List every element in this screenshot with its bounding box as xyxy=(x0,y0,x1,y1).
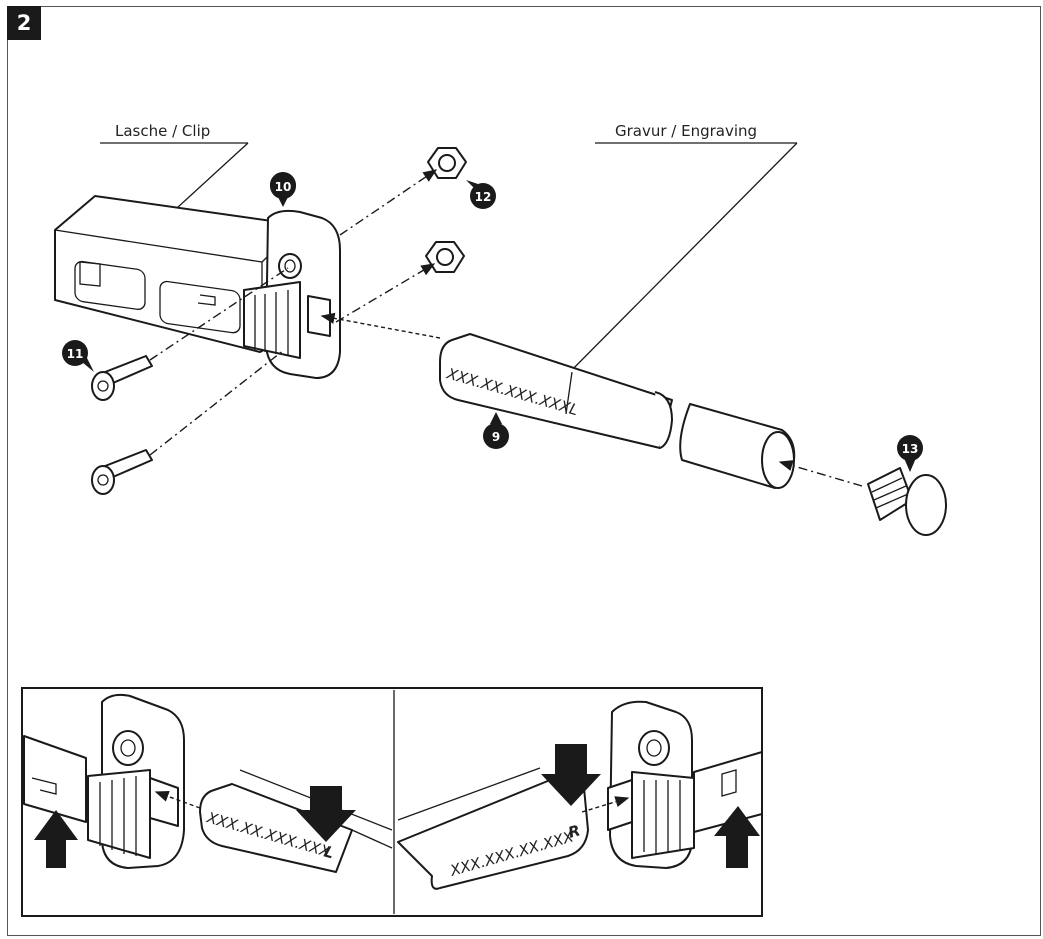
callout-11: 11 xyxy=(67,347,84,361)
nut-upper xyxy=(339,147,467,236)
engraving-label-group: Gravur / Engraving xyxy=(559,122,798,383)
detail-right-suffix: R xyxy=(566,821,582,841)
detail-left-view: XXX.XX.XXX.XXX L xyxy=(23,693,393,873)
detail-inset: XXX.XX.XXX.XXX L XXX.XXX.XX.XXX R xyxy=(21,687,763,917)
screw-upper xyxy=(91,267,289,401)
end-plug-part xyxy=(778,460,947,536)
nut-lower xyxy=(335,241,465,323)
detail-left-suffix: L xyxy=(322,843,336,863)
step-number-badge: 2 xyxy=(7,6,41,40)
nut-callout: 12 xyxy=(466,180,496,209)
screw-lower xyxy=(91,349,285,495)
bracket-callout: 10 xyxy=(269,172,296,207)
callout-12: 12 xyxy=(475,190,492,204)
clip-bracket-part xyxy=(54,195,341,379)
callout-13: 13 xyxy=(902,442,919,456)
clip-label: Lasche / Clip xyxy=(115,122,210,140)
figure-frame xyxy=(7,6,1041,936)
plug-callout: 13 xyxy=(897,435,923,472)
screw-callout: 11 xyxy=(62,340,94,372)
callout-9: 9 xyxy=(492,430,500,444)
engraving-label: Gravur / Engraving xyxy=(615,122,757,140)
callout-10: 10 xyxy=(275,180,292,194)
tube-callout: 9 xyxy=(483,412,509,449)
tube-part: XXX.XX.XXX.XXXL xyxy=(320,312,796,489)
